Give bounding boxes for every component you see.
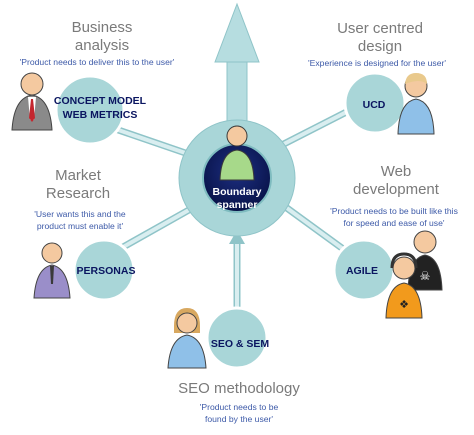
webdev-title-line2: development [353, 181, 440, 198]
paw-icon: ❖ [399, 298, 409, 311]
market-circle [72, 238, 136, 302]
hub-label-line1: Boundary [212, 186, 261, 198]
ucd-title-line1: User centred [337, 20, 423, 37]
ucd-title-line2: design [358, 38, 402, 55]
hub-label-line2: spanner [217, 199, 258, 211]
seo-person-icon [167, 308, 207, 369]
ucd-circle [343, 71, 407, 135]
market-quote-line2: product must enable it' [37, 221, 124, 231]
webdev-quote-line2: for speed and ease of use' [343, 218, 444, 228]
ucd-quote: 'Experience is designed for the user' [308, 58, 446, 68]
webdev-people-icon: ☠ ❖ [385, 230, 443, 319]
tag-ucd: UCD [363, 99, 386, 111]
business-title-line1: Business [72, 19, 133, 36]
skull-icon: ☠ [420, 269, 431, 283]
hub: Boundary spanner [178, 119, 296, 237]
businessman-icon [11, 72, 53, 131]
seo-quote-line2: found by the user' [205, 414, 273, 424]
tag-web-metrics: WEB METRICS [63, 109, 138, 121]
tag-concept-model: CONCEPT MODEL [54, 95, 147, 107]
tag-seo-sem: SEO & SEM [211, 338, 270, 350]
business-quote: 'Product needs to deliver this to the us… [20, 57, 175, 67]
business-title-line2: analysis [75, 37, 129, 54]
market-quote-line1: 'User wants this and the [34, 209, 126, 219]
seo-title: SEO methodology [178, 380, 300, 397]
market-person-icon [33, 242, 71, 299]
business-circle [54, 74, 126, 146]
seo-quote-line1: 'Product needs to be [200, 402, 279, 412]
tag-agile: AGILE [346, 265, 378, 277]
hub-person-icon [219, 125, 255, 181]
seo-circle [205, 306, 269, 370]
ucd-person-icon [397, 73, 435, 135]
arrow-up [214, 2, 260, 131]
webdev-title-line1: Web [381, 163, 412, 180]
market-title-line2: Research [46, 185, 110, 202]
market-title-line1: Market [55, 167, 102, 184]
webdev-quote-line1: 'Product needs to be built like this [330, 206, 458, 216]
tag-personas: PERSONAS [77, 265, 136, 277]
